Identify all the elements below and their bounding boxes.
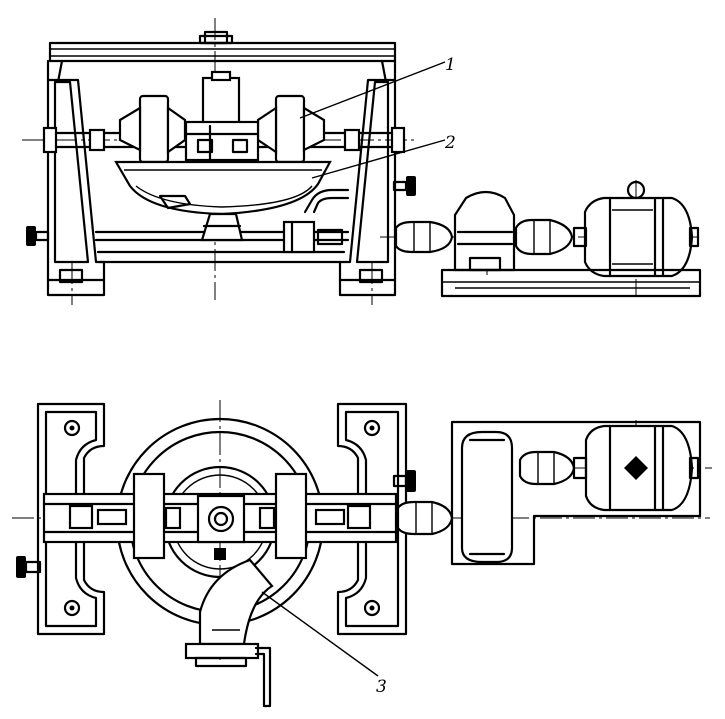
left-side-frame	[46, 59, 106, 297]
mixing-pan	[114, 160, 332, 242]
right-roller	[256, 94, 326, 164]
callout-1: 1	[445, 55, 456, 75]
coupling-icon	[394, 218, 574, 256]
frame-plates-plan	[36, 402, 408, 636]
plan-view	[12, 400, 712, 708]
discharge-pipe-front	[282, 188, 350, 254]
handwheel-icon	[26, 176, 416, 246]
callout-2: 2	[444, 133, 456, 153]
discharge-chute-icon	[184, 558, 274, 708]
rollers-plan	[68, 472, 372, 560]
motor-base-plate	[440, 268, 702, 298]
handwheel-icon-plan	[16, 470, 416, 578]
right-side-frame	[338, 59, 397, 297]
gearbox-icon	[453, 190, 516, 272]
front-elevation-view	[22, 18, 702, 305]
top-crossbeam	[48, 30, 397, 63]
central-hub-plan	[196, 494, 246, 560]
callout-3: 3	[376, 677, 387, 697]
central-spindle	[184, 70, 260, 162]
callout-leader-3	[261, 591, 379, 677]
callout-leaders-front	[299, 61, 446, 179]
left-roller	[118, 94, 187, 164]
drive-plan	[396, 420, 702, 566]
electric-motor-icon	[572, 180, 700, 278]
